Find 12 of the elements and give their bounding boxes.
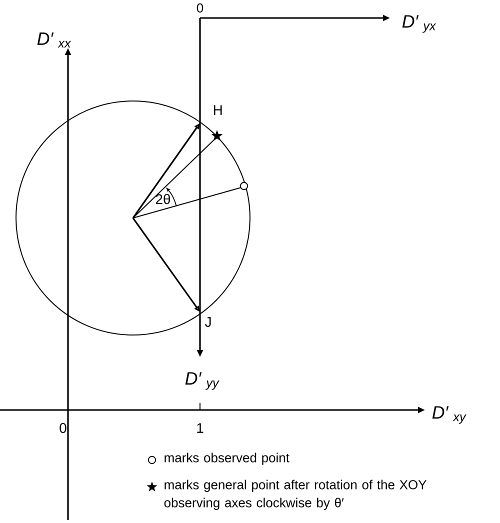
point-label: H xyxy=(214,105,222,115)
origin-label: 0 xyxy=(196,3,204,13)
axis-label: D′ $_{yx}$ xyxy=(402,15,436,33)
point-label: J xyxy=(205,317,211,327)
angle-label: 2θ xyxy=(156,194,170,204)
legend-text: marks observed point xyxy=(164,452,290,465)
axis-label: D′ $_{xx}$ xyxy=(37,32,72,48)
tick-label: 1 xyxy=(197,423,204,433)
axis-label: D′ $_{yy}$ xyxy=(185,372,220,390)
axis-label: D′ $_{xy}$ xyxy=(432,406,466,424)
origin-label: 0 xyxy=(60,423,66,433)
legend-text: marks general point after rotation of the XOY observing axes clockwise by θ′ xyxy=(164,480,426,510)
